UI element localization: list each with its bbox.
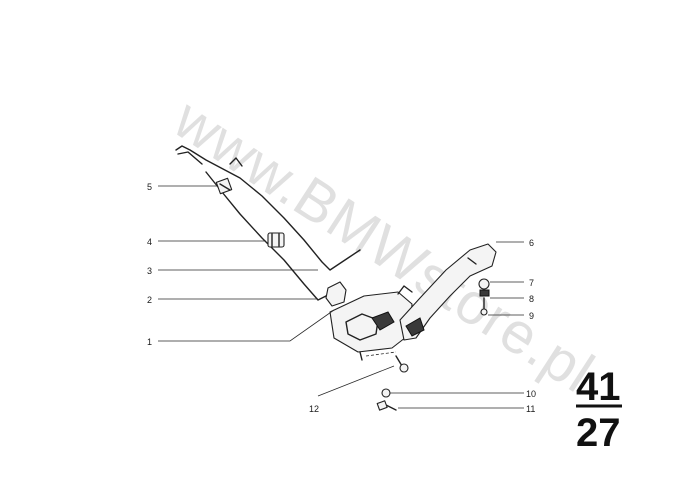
callout-12: 12	[309, 404, 319, 414]
callout-11: 11	[526, 404, 535, 414]
pedal-lever	[399, 243, 497, 341]
leader-lines	[158, 185, 524, 409]
group-number-top: 41	[576, 365, 621, 409]
callout-6: 6	[529, 238, 534, 248]
callout-10: 10	[526, 389, 536, 399]
hardware-parts-10-11	[376, 388, 397, 411]
callout-2: 2	[147, 295, 152, 305]
watermark-text: www.BMWstore.pl	[162, 86, 605, 405]
callout-8: 8	[529, 294, 534, 304]
callout-5: 5	[147, 182, 152, 192]
callout-4: 4	[147, 237, 152, 247]
hardware-parts-7-8-9	[478, 278, 490, 316]
bolt-part-12	[365, 351, 409, 373]
callout-7: 7	[529, 278, 534, 288]
callout-9: 9	[529, 311, 534, 321]
bracket-part	[325, 281, 347, 307]
bushing-part	[267, 232, 285, 248]
group-number: 41 27	[576, 365, 622, 455]
group-number-bottom: 27	[576, 411, 621, 455]
callout-3: 3	[147, 266, 152, 276]
callout-1: 1	[147, 337, 152, 347]
rod-assembly	[175, 145, 361, 301]
clip-part	[215, 177, 233, 195]
